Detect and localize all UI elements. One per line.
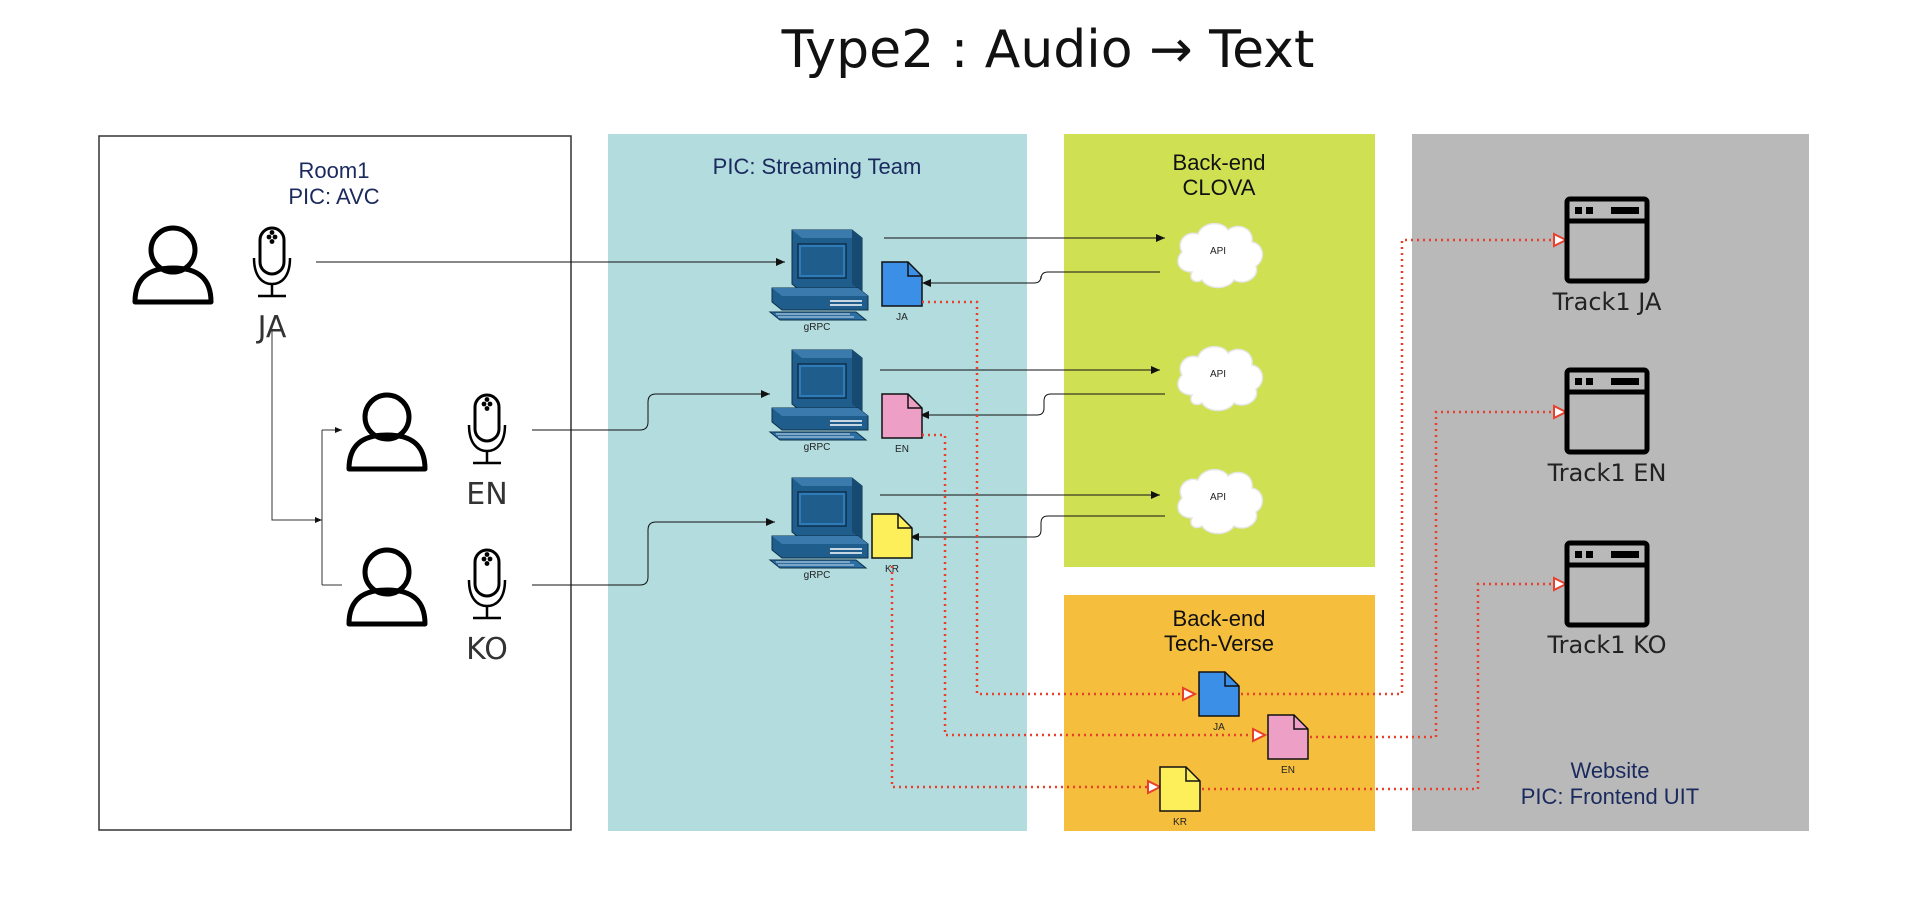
api-label: API <box>1210 369 1226 380</box>
room-pic-label: PIC: AVC <box>288 184 379 209</box>
audio-stream-arrow <box>532 518 775 586</box>
audio-stream-arrow <box>532 390 770 431</box>
techverse-file-label-kr: KR <box>1173 817 1187 828</box>
track-label-ko: Track1 KO <box>1546 631 1666 659</box>
api-label: API <box>1210 246 1226 257</box>
api-response-arrow <box>922 271 1160 287</box>
server-label: gRPC <box>804 570 831 581</box>
publish-arrow-ja <box>1241 232 1569 696</box>
api-label: API <box>1210 492 1226 503</box>
room-name-label: Room1 <box>299 158 370 183</box>
website-title-line1: Website <box>1570 758 1649 783</box>
techverse-title-line1: Back-end <box>1173 606 1266 631</box>
website-panel <box>1412 134 1809 831</box>
publish-arrow-kr <box>1202 576 1569 791</box>
diagram-title: Type2 : Audio → Text <box>781 20 1315 80</box>
track-label-en: Track1 EN <box>1547 459 1667 487</box>
mic-label-en: EN <box>466 477 507 512</box>
file-label-en: EN <box>895 444 909 455</box>
room-panel <box>98 135 572 831</box>
file-label-ja: JA <box>896 312 908 323</box>
clova-title-line1: Back-end <box>1173 150 1266 175</box>
clova-title-line2: CLOVA <box>1183 175 1256 200</box>
mic-label-ko: KO <box>466 632 508 667</box>
techverse-title-line2: Tech-Verse <box>1164 631 1274 656</box>
techverse-file-label-ja: JA <box>1213 722 1225 733</box>
file-label-kr: KR <box>885 564 899 575</box>
streaming-pic-label: PIC: Streaming Team <box>713 154 922 179</box>
track-label-ja: Track1 JA <box>1552 288 1662 316</box>
website-title-line2: PIC: Frontend UIT <box>1521 784 1700 809</box>
mic-label-ja: JA <box>256 310 287 345</box>
publish-arrow-en <box>1310 404 1569 739</box>
techverse-file-label-en: EN <box>1281 765 1295 776</box>
server-label: gRPC <box>804 322 831 333</box>
server-label: gRPC <box>804 442 831 453</box>
api-response-arrow <box>910 515 1165 541</box>
api-response-arrow <box>920 393 1165 419</box>
upload-arrow-kr <box>890 566 1163 795</box>
